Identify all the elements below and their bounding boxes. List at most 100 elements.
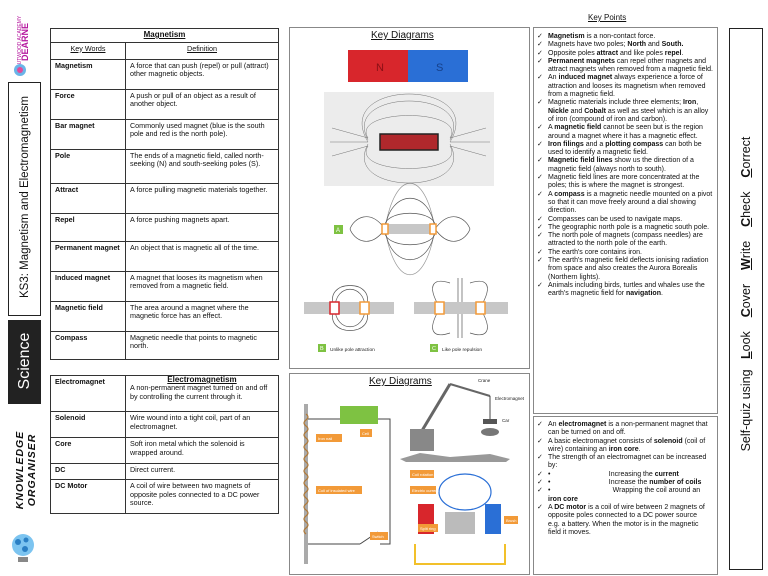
bar-magnet-illustration: N S [348,50,468,82]
header-key-words: Key Words [50,41,126,60]
dc-motor-illustration: Coil rotation Electric current Split rin… [410,470,518,565]
label-coil: Coil of insulated wire [318,488,356,493]
topic-title: KS3: Magnetism and Electromagnetism [19,96,31,298]
key-point-item: Compasses can be used to navigate maps. [537,216,715,225]
key-point-item: Iron filings and a plotting compass can … [537,141,715,158]
term: Compass [50,330,126,360]
definition: A magnet that looses its magnetism when … [124,270,280,302]
key-point-item: Opposite poles attract and like poles re… [537,50,715,59]
definition: A force that can push (repel) or pull (a… [124,58,280,90]
magnet-n-text: N [376,62,384,74]
key-point-item: • Increasing the current [537,471,709,480]
magnetism-table: Magnetism Key Words Definition Magnetism… [50,28,280,360]
key-points-title: Key Points [588,13,627,22]
key-point-item: The north pole of magnets (compass needl… [537,232,715,249]
key-point-item: The earth's magnetic field deflects ioni… [537,257,715,282]
label-iron-nail: Iron nail [318,436,332,441]
logo-top-text: OUTWOOD ACADEMY [17,15,23,68]
bulb-logo [6,530,40,566]
key-points-electro-box [533,416,718,575]
term: Pole [50,148,126,184]
definition: The area around a magnet where the magne… [124,300,280,332]
label-coil-rotation: Coil rotation [412,472,433,477]
label-split-ring: Split ring [420,526,436,531]
table-row: Electromagnet Electromagnetism A non-per… [50,375,280,412]
label-electric-current: Electric current [412,488,440,493]
organiser-label-wrap: KNOWLEDGE ORGANISER [8,408,44,520]
term: Force [50,88,126,120]
definition: A push or pull of an object as a result … [124,88,280,120]
self-quiz-prefix: Self-quiz using [739,369,753,452]
repulsion-diagram: C Like pole repulsion [414,278,508,353]
magnetism-diagrams: N S A [304,50,508,353]
quiz-word-write: Write [739,240,753,271]
quiz-word-correct: Correct [739,136,753,178]
key-point-item: The geographic north pole is a magnetic … [537,224,715,233]
magnet-s-text: S [436,62,443,74]
label-cell: Cell [362,431,369,436]
quiz-word-check: Check [739,191,753,227]
key-point-item: • Increase the number of coils [537,479,709,488]
term: DC [50,463,126,480]
definition: Commonly used magnet (blue is the south … [124,118,280,150]
key-points-magnetism-box [533,27,718,414]
definition: Magnetic needle that points to magnetic … [124,330,280,360]
key-point-item: Permanent magnets can repel other magnet… [537,58,715,75]
attraction-diagram: B Unlike pole attraction [304,285,394,353]
key-points-electromagnetism: An electromagnet is a non-permanent magn… [537,421,709,537]
key-point-item: A magnetic field cannot be seen but is t… [537,124,715,141]
attract-label: Unlike pole attraction [330,347,375,353]
key-point-item: A basic electromagnet consists of soleno… [537,438,709,455]
definition: A force pushing magnets apart. [124,212,280,242]
term: Electromagnet [50,375,126,412]
term: Attract [50,182,126,214]
label-crane: Crane [478,378,491,383]
electromagnetism-table-title: Electromagnetism [167,375,237,384]
key-point-item: The earth's core contains iron. [537,249,715,258]
key-point-item: Magnetic field lines show us the directi… [537,157,715,174]
label-car: Car [502,418,510,423]
magnetism-table-title: Magnetism [50,28,279,43]
key-point-item: An electromagnet is a non-permanent magn… [537,421,709,438]
label-brush: Brush [506,518,516,523]
electromagnetism-diagrams: Cell Iron nail Coil of insulated wire Sw… [303,378,525,565]
definition: Wire wound into a tight coil, part of an… [124,411,280,438]
repel-label: Like pole repulsion [442,347,482,353]
school-logo: OUTWOOD ACADEMY DEARNE [6,4,36,80]
subject-box: Science [8,320,41,404]
definition: A force pulling magnetic materials toget… [124,182,280,214]
self-quiz-text: Self-quiz using Look Cover Write Check C… [739,94,753,494]
crane-illustration: Crane Electromagnet Car [400,378,525,462]
field-lines-diagram: A [334,183,471,275]
electromagnet-circuit: Cell Iron nail Coil of insulated wire Sw… [303,404,391,564]
term: Solenoid [50,411,126,438]
label-b: B [320,346,324,352]
definition: Direct current. [124,463,280,480]
key-diagrams-title-2: Key Diagrams [369,376,432,387]
key-point-item: • Wrapping the coil around an iron core [537,487,709,504]
key-diagrams-panel-electromagnetism: Key Diagrams Cell Iron nail Coil of insu… [289,373,530,575]
term: Induced magnet [50,270,126,302]
definition: A non-permanent magnet turned on and off… [129,383,268,401]
definition: A coil of wire between two magnets of op… [124,479,280,514]
topic-box: KS3: Magnetism and Electromagnetism [8,82,41,316]
definition-with-title: Electromagnetism A non-permanent magnet … [124,375,280,412]
label-a: A [336,228,340,234]
key-diagrams-panel-magnetism: Key Diagrams N S A [289,27,530,369]
key-point-item: Magnets have two poles; North and South. [537,41,715,50]
quiz-word-look: Look [739,331,753,359]
term: Permanent magnet [50,240,126,272]
term: Core [50,437,126,464]
key-point-item: Magnetic field lines are more concentrat… [537,174,715,191]
